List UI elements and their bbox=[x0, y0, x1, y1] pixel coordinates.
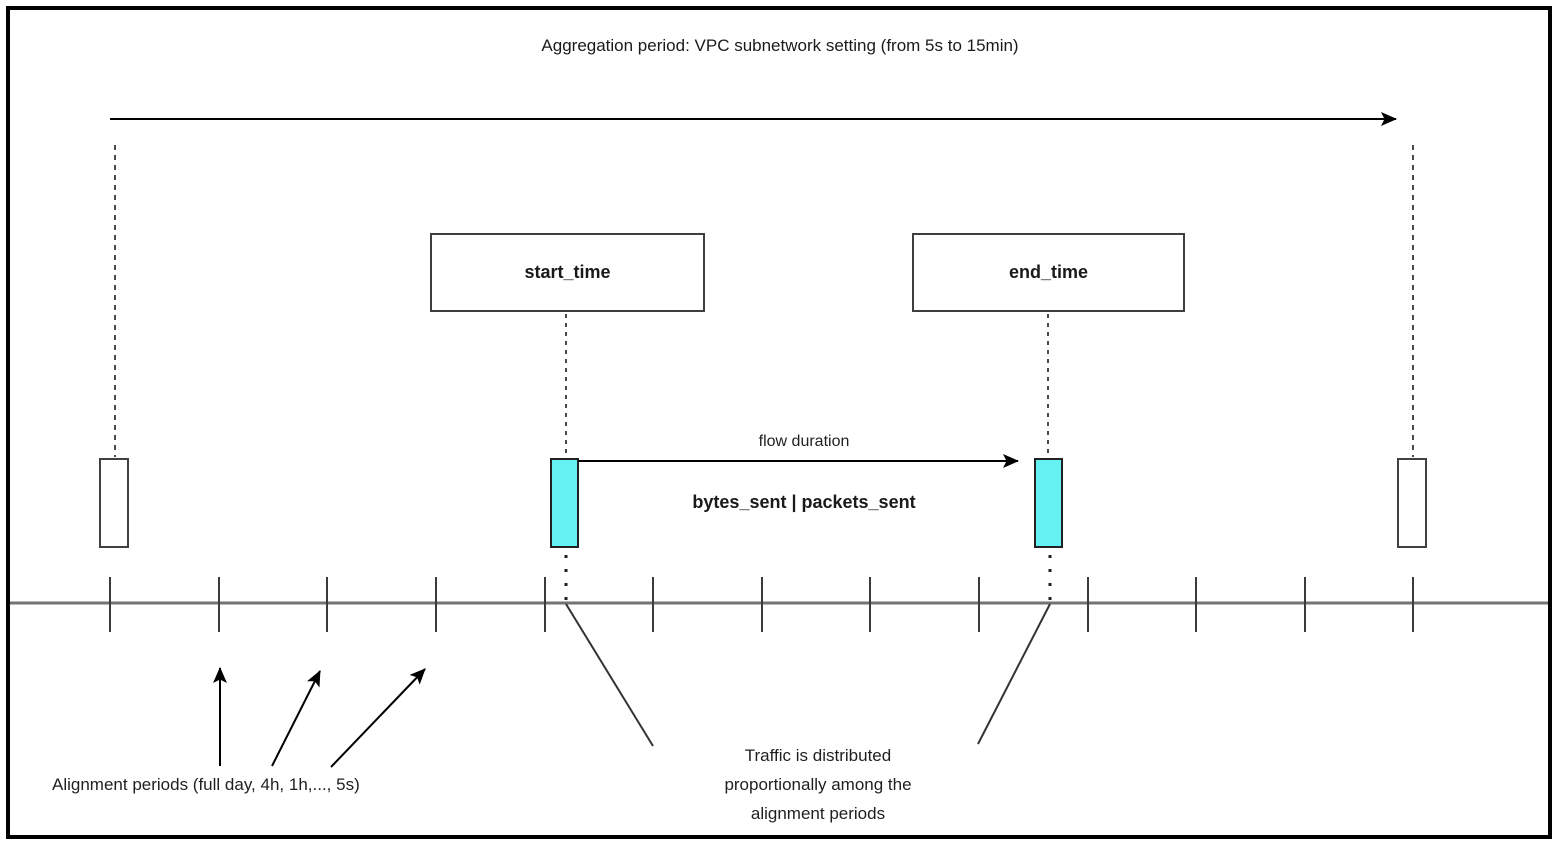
end-time-box: end_time bbox=[912, 233, 1185, 312]
diagram-title: Aggregation period: VPC subnetwork setti… bbox=[541, 36, 1019, 55]
traffic-note-line-2: proportionally among the bbox=[724, 775, 912, 794]
flow-duration-label: flow duration bbox=[758, 433, 850, 450]
end-time-bar bbox=[1034, 458, 1063, 548]
traffic-distribution-note: Traffic is distributed proportionally am… bbox=[668, 741, 968, 828]
timeline-ticks bbox=[109, 577, 1414, 632]
right-edge-marker-rect bbox=[1397, 458, 1427, 548]
start-time-bar bbox=[550, 458, 579, 548]
start-time-box-label: start_time bbox=[524, 262, 611, 282]
start-traffic-pointer-line bbox=[565, 603, 654, 747]
start-time-box: start_time bbox=[430, 233, 705, 312]
end-traffic-pointer-line bbox=[977, 603, 1051, 745]
alignment-arrow-2 bbox=[271, 670, 321, 767]
flow-metrics-label: bytes_sent | packets_sent bbox=[692, 492, 916, 512]
traffic-note-line-3: alignment periods bbox=[750, 804, 886, 823]
left-edge-marker-rect bbox=[99, 458, 129, 548]
alignment-arrow-3 bbox=[330, 668, 426, 768]
traffic-note-line-1: Traffic is distributed bbox=[744, 746, 892, 765]
end-time-box-label: end_time bbox=[1008, 262, 1089, 282]
alignment-periods-label: Alignment periods (full day, 4h, 1h,...,… bbox=[52, 775, 360, 794]
